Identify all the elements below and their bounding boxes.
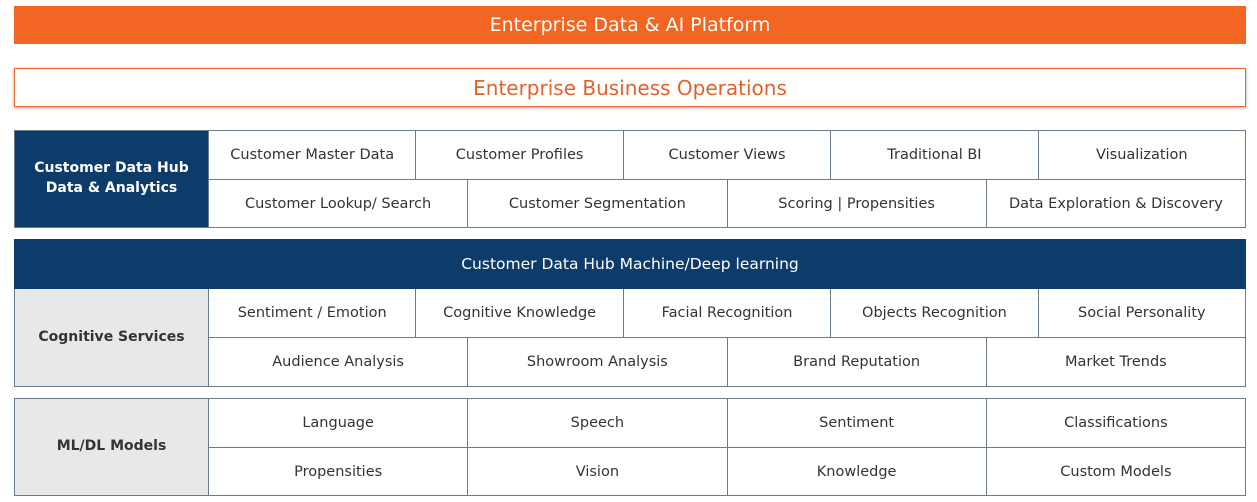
cognitive-section: Cognitive Services Sentiment / Emotion C… — [14, 289, 1246, 387]
diagram-cell: Classifications — [985, 399, 1245, 448]
diagram-cell: Scoring | Propensities — [726, 180, 986, 228]
diagram-cell: Customer Views — [622, 131, 831, 180]
data-hub-row-2: Customer Lookup/ Search Customer Segment… — [208, 180, 1245, 228]
ml-deep-learning-bar: Customer Data Hub Machine/Deep learning — [14, 239, 1246, 289]
data-hub-row-1: Customer Master Data Customer Profiles C… — [208, 131, 1246, 180]
diagram-cell: Cognitive Knowledge — [415, 289, 623, 338]
diagram-cell: Visualization — [1037, 131, 1246, 180]
diagram-cell: Propensities — [208, 448, 467, 496]
models-label: ML/DL Models — [15, 399, 208, 495]
business-operations-title: Enterprise Business Operations — [473, 75, 787, 100]
diagram-cell: Vision — [467, 448, 726, 496]
data-hub-label-line2: Data & Analytics — [45, 180, 178, 196]
diagram-cell: Objects Recognition — [830, 289, 1038, 338]
diagram-cell: Sentiment — [726, 399, 986, 448]
data-hub-label: Customer Data Hub Data & Analytics — [15, 131, 208, 227]
models-row-1: Language Speech Sentiment Classification… — [208, 399, 1245, 448]
diagram-cell: Showroom Analysis — [467, 338, 726, 386]
models-section: ML/DL Models Language Speech Sentiment C… — [14, 398, 1246, 496]
data-hub-section: Customer Data Hub Data & Analytics Custo… — [14, 130, 1246, 228]
diagram-cell: Custom Models — [985, 448, 1245, 496]
cognitive-label: Cognitive Services — [15, 289, 208, 386]
diagram-cell: Customer Master Data — [208, 131, 416, 180]
business-operations-box: Enterprise Business Operations — [14, 68, 1246, 107]
diagram-cell: Knowledge — [726, 448, 986, 496]
models-row-2: Propensities Vision Knowledge Custom Mod… — [208, 448, 1245, 496]
cognitive-row-2: Audience Analysis Showroom Analysis Bran… — [208, 338, 1245, 386]
diagram-cell: Audience Analysis — [208, 338, 467, 386]
diagram-cell: Sentiment / Emotion — [208, 289, 416, 338]
platform-title-banner: Enterprise Data & AI Platform — [14, 6, 1246, 44]
diagram-cell: Customer Profiles — [415, 131, 623, 180]
ml-deep-learning-title: Customer Data Hub Machine/Deep learning — [461, 255, 799, 273]
diagram-cell: Traditional BI — [830, 131, 1038, 180]
cognitive-row-1: Sentiment / Emotion Cognitive Knowledge … — [208, 289, 1246, 338]
diagram-cell: Market Trends — [985, 338, 1245, 386]
diagram-cell: Brand Reputation — [726, 338, 986, 386]
diagram-cell: Social Personality — [1037, 289, 1246, 338]
data-hub-label-line1: Customer Data Hub — [34, 160, 189, 177]
diagram-cell: Facial Recognition — [622, 289, 831, 338]
platform-title: Enterprise Data & AI Platform — [489, 14, 771, 36]
diagram-cell: Customer Lookup/ Search — [208, 180, 467, 228]
diagram-cell: Language — [208, 399, 468, 448]
diagram-cell: Speech — [467, 399, 727, 448]
diagram-cell: Data Exploration & Discovery — [985, 180, 1245, 228]
diagram-cell: Customer Segmentation — [467, 180, 726, 228]
